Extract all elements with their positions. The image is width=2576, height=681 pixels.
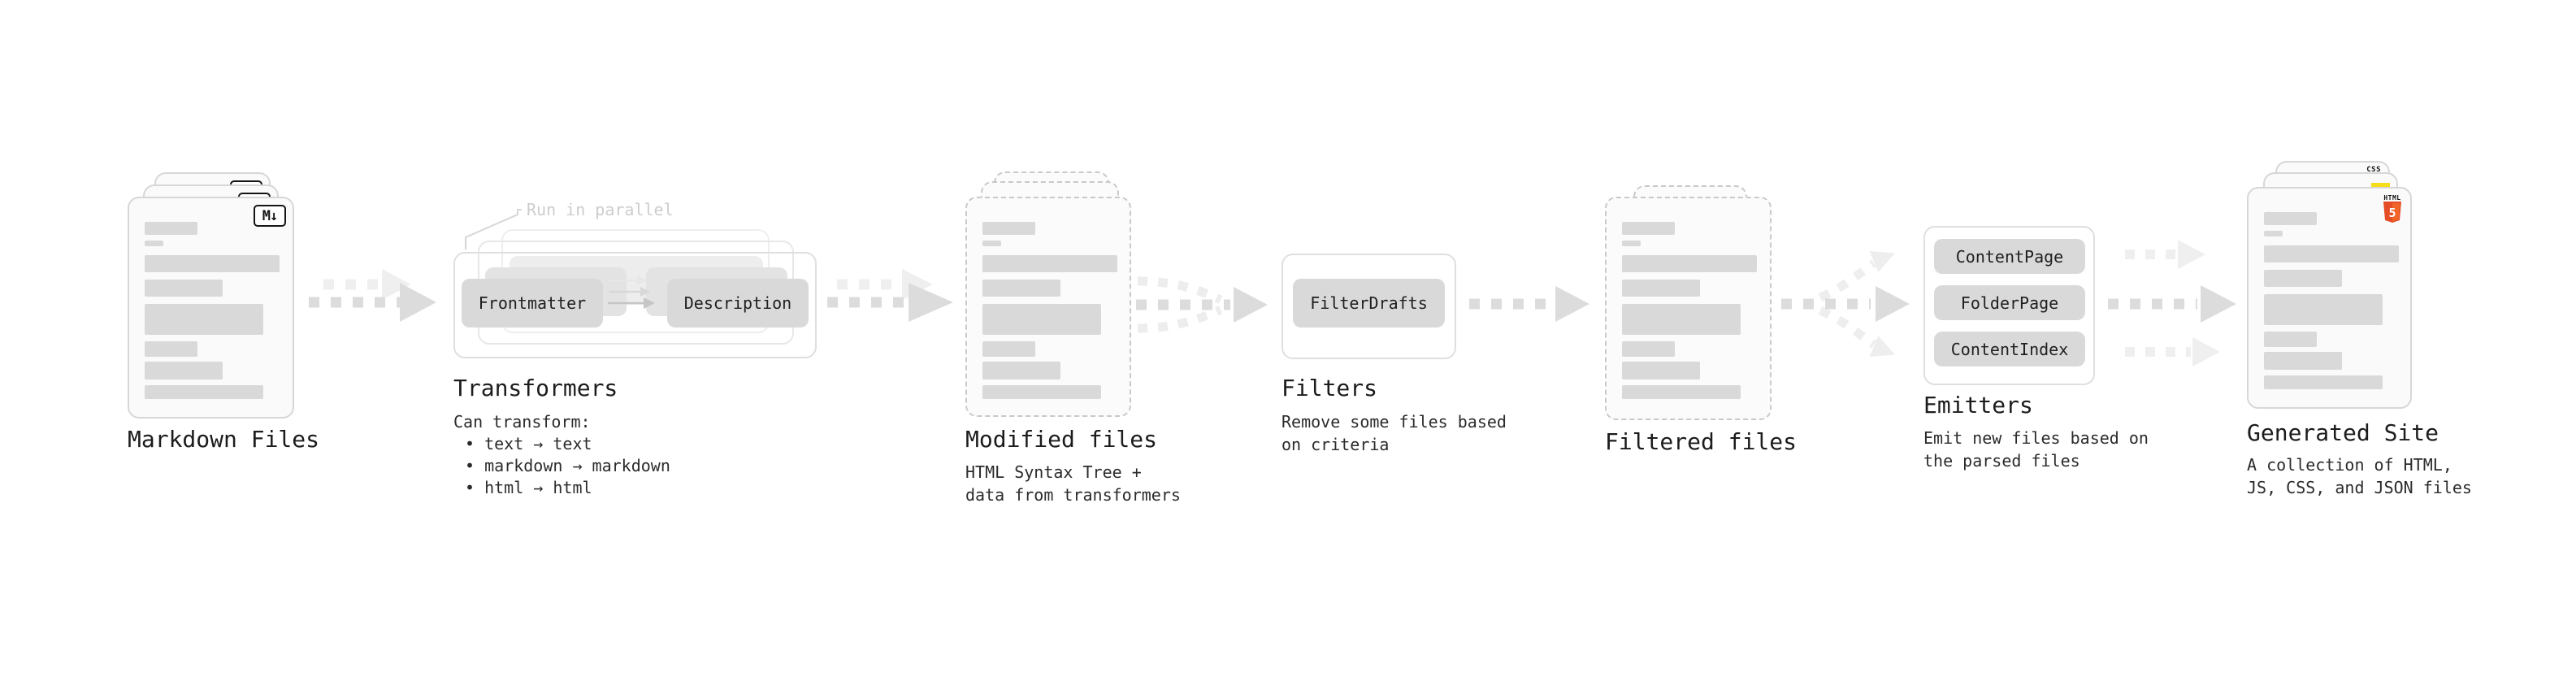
filter-node-filterdrafts: FilterDrafts xyxy=(1293,279,1445,327)
list-item: • markdown → markdown xyxy=(465,456,670,475)
arrow-modified-to-filters xyxy=(1136,276,1268,333)
arrow-filtered-to-emitters xyxy=(1781,251,1910,357)
transformer-node-frontmatter: Frontmatter xyxy=(462,279,603,327)
list-item: • html → html xyxy=(465,478,592,497)
emitters-desc: Emit new files based on the parsed files xyxy=(1923,428,2149,471)
svg-text:5: 5 xyxy=(2388,206,2396,220)
generated-site-desc: A collection of HTML, JS, CSS, and JSON … xyxy=(2247,455,2472,497)
emitter-node-folderpage: FolderPage xyxy=(1934,285,2085,320)
transformer-group-front xyxy=(453,252,817,358)
arrow-transformers-to-modified xyxy=(827,269,953,322)
generated-file-card-html: HTML 5 xyxy=(2247,187,2412,409)
html5-icon: HTML 5 xyxy=(2383,194,2402,226)
document-text-placeholder xyxy=(145,222,280,399)
modified-files-label: Modified files xyxy=(965,426,1158,453)
modified-file-card-front xyxy=(965,197,1131,417)
document-text-placeholder xyxy=(982,222,1117,399)
arrow-emitters-to-generated xyxy=(2108,240,2236,367)
transformers-desc-heading: Can transform: xyxy=(453,412,591,432)
filters-desc: Remove some files based on criteria xyxy=(1281,412,1507,454)
document-text-placeholder xyxy=(1622,222,1757,399)
filtered-file-card-front xyxy=(1605,197,1772,420)
markdown-icon: M↓ xyxy=(254,205,286,227)
markdown-file-card-front: M↓ xyxy=(128,197,294,419)
emitters-label: Emitters xyxy=(1923,392,2033,419)
html5-shield: 5 xyxy=(2383,202,2401,223)
document-text-placeholder xyxy=(2264,212,2399,389)
transformers-label: Transformers xyxy=(453,375,618,401)
emitter-node-contentindex: ContentIndex xyxy=(1934,332,2085,367)
arrow-markdown-to-transformers xyxy=(309,269,436,322)
transformers-capabilities-list: • text → text • markdown → markdown • ht… xyxy=(453,433,670,499)
arrow-filters-to-filtered xyxy=(1469,286,1589,322)
modified-files-desc: HTML Syntax Tree + data from transformer… xyxy=(965,462,1181,505)
run-in-parallel-note: Run in parallel xyxy=(527,200,674,219)
markdown-files-label: Markdown Files xyxy=(128,426,320,453)
filtered-files-label: Filtered files xyxy=(1605,428,1798,455)
transformer-node-description: Description xyxy=(667,279,809,327)
generated-site-label: Generated Site xyxy=(2247,419,2439,446)
list-item: • text → text xyxy=(465,434,592,453)
emitter-node-contentpage: ContentPage xyxy=(1934,239,2085,274)
filters-label: Filters xyxy=(1281,375,1378,401)
